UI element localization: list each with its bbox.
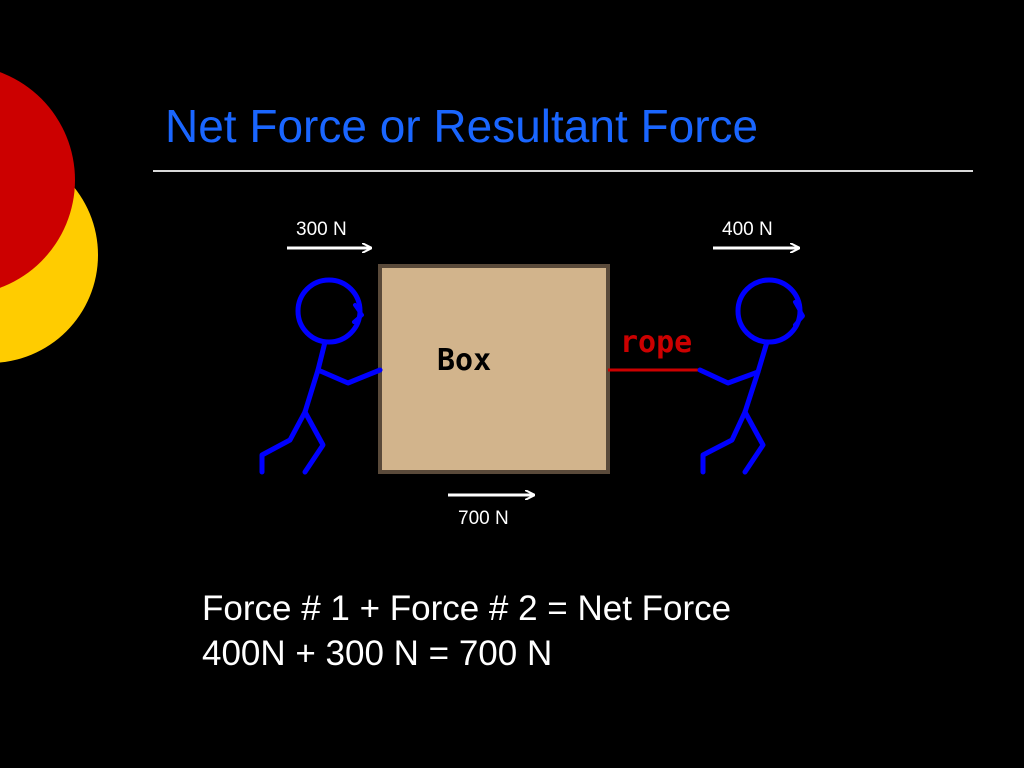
box bbox=[378, 264, 610, 474]
decorative-circles bbox=[0, 72, 98, 363]
equation-line-1: Force # 1 + Force # 2 = Net Force bbox=[202, 589, 732, 628]
right-figure-head bbox=[735, 277, 803, 345]
red-circle bbox=[0, 72, 75, 288]
title-underline bbox=[153, 170, 973, 172]
equation-block: Force # 1 + Force # 2 = Net Force 400N +… bbox=[202, 586, 731, 676]
net-force-label: 700 N bbox=[458, 508, 509, 529]
left-force-label: 300 N bbox=[296, 219, 347, 240]
right-stick-figure bbox=[697, 277, 805, 475]
rope-label: rope bbox=[620, 325, 692, 360]
slide-title: Net Force or Resultant Force bbox=[165, 100, 759, 152]
left-stick-figure bbox=[259, 277, 383, 475]
right-force-label: 400 N bbox=[722, 219, 773, 240]
box-label: Box bbox=[437, 343, 491, 378]
equation-line-2: 400N + 300 N = 700 N bbox=[202, 634, 553, 673]
left-figure-head bbox=[295, 277, 363, 345]
